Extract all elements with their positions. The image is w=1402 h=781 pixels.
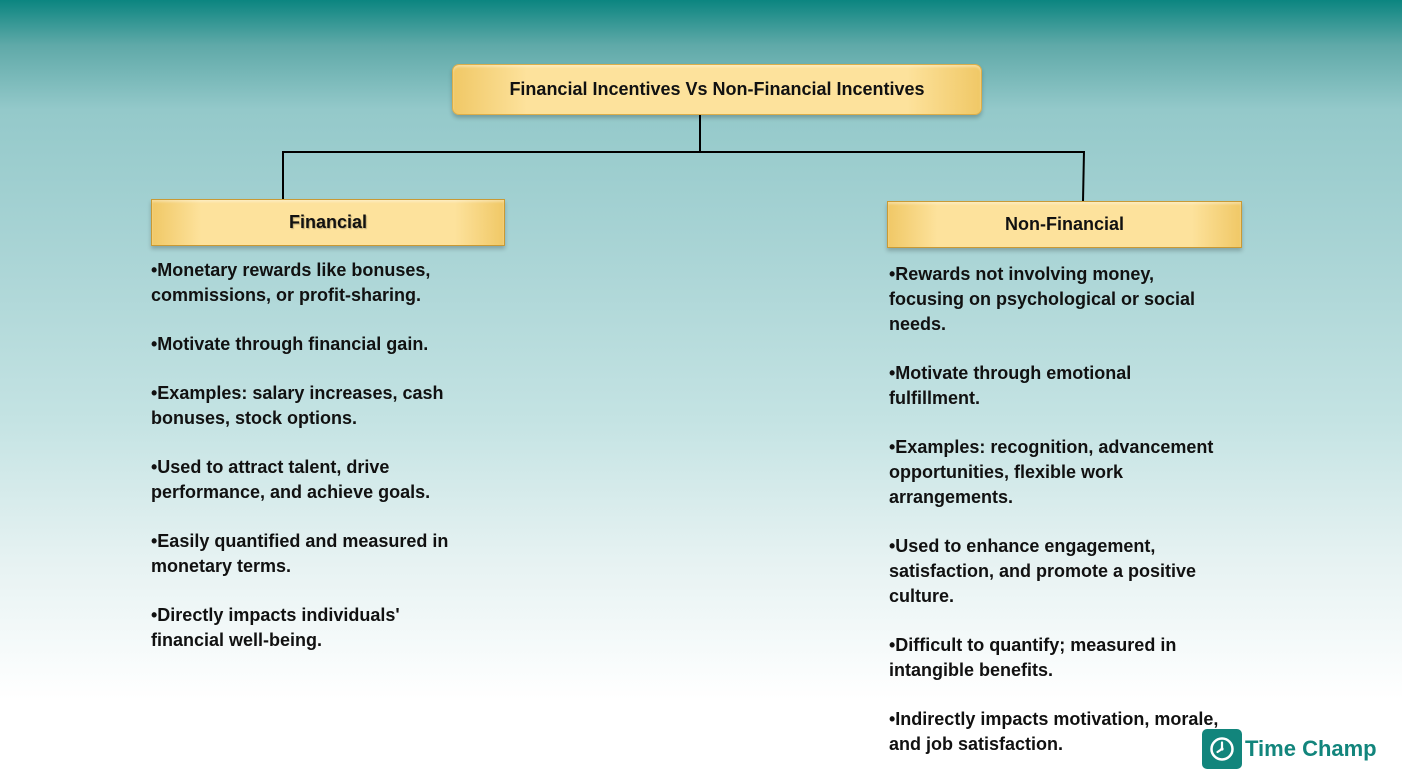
- non-financial-point: •Rewards not involving money, focusing o…: [889, 264, 1196, 334]
- financial-point: •Motivate through financial gain.: [151, 334, 429, 354]
- financial-heading: Financial: [288, 212, 368, 232]
- non-financial-heading: Non-Financial: [1004, 214, 1124, 234]
- non-financial-point: •Difficult to quantify; measured in inta…: [889, 635, 1177, 680]
- financial-point: •Directly impacts individuals' financial…: [151, 605, 400, 650]
- financial-point: •Monetary rewards like bonuses, commissi…: [151, 260, 431, 305]
- financial-point: •Examples: salary increases, cash bonuse…: [151, 383, 444, 428]
- financial-heading-box: Financial: [151, 199, 505, 246]
- non-financial-point: •Motivate through emotional fulfillment.: [889, 363, 1132, 408]
- non-financial-point: •Examples: recognition, advancement oppo…: [889, 437, 1214, 507]
- diagram-title: Financial Incentives Vs Non-Financial In…: [509, 79, 925, 99]
- time-champ-logo: Time Champ: [1202, 729, 1377, 769]
- non-financial-point: •Indirectly impacts motivation, morale, …: [889, 709, 1219, 754]
- non-financial-heading-box: Non-Financial: [887, 201, 1242, 248]
- financial-point: •Used to attract talent, drive performan…: [151, 457, 431, 502]
- brand-name: Time Champ: [1245, 736, 1377, 761]
- diagram-title-box: Financial Incentives Vs Non-Financial In…: [452, 64, 982, 115]
- non-financial-points: •Rewards not involving money, focusing o…: [889, 262, 1219, 781]
- financial-point: •Easily quantified and measured in monet…: [151, 531, 449, 576]
- financial-points: •Monetary rewards like bonuses, commissi…: [151, 258, 471, 677]
- non-financial-point: •Used to enhance engagement, satisfactio…: [889, 536, 1197, 606]
- clock-icon: [1202, 729, 1242, 769]
- connector-right-drop: [1082, 150, 1085, 202]
